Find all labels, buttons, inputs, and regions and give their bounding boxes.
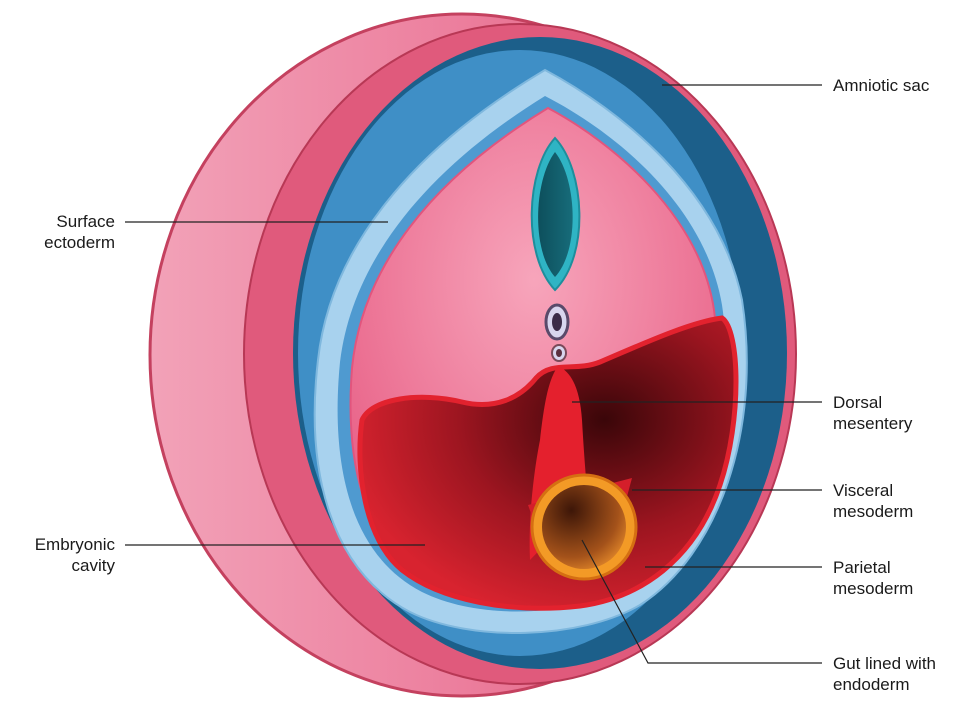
label-surface-ectoderm-line2: ectoderm xyxy=(20,232,115,253)
label-gut-lined-with-endoderm-line2: endoderm xyxy=(833,674,936,695)
label-visceral-mesoderm-line2: mesoderm xyxy=(833,501,913,522)
dorsal-aorta xyxy=(552,345,566,361)
label-surface-ectoderm-line1: Surface xyxy=(20,211,115,232)
label-parietal-mesoderm-line1: Parietal xyxy=(833,557,913,578)
label-embryonic-cavity-line1: Embryonic xyxy=(5,534,115,555)
label-dorsal-mesentery-line1: Dorsal xyxy=(833,392,912,413)
label-embryonic-cavity-line2: cavity xyxy=(5,555,115,576)
label-parietal-mesoderm-line2: mesoderm xyxy=(833,578,913,599)
label-visceral-mesoderm-line1: Visceral xyxy=(833,480,913,501)
label-dorsal-mesentery-line2: mesentery xyxy=(833,413,912,434)
label-parietal-mesoderm: Parietal mesoderm xyxy=(833,557,913,599)
label-amniotic-sac: Amniotic sac xyxy=(833,75,929,96)
label-amniotic-sac-line1: Amniotic sac xyxy=(833,75,929,96)
notochord xyxy=(546,305,568,339)
label-gut-lined-with-endoderm-line1: Gut lined with xyxy=(833,653,936,674)
label-visceral-mesoderm: Visceral mesoderm xyxy=(833,480,913,522)
label-surface-ectoderm: Surface ectoderm xyxy=(20,211,115,253)
label-embryonic-cavity: Embryonic cavity xyxy=(5,534,115,576)
label-dorsal-mesentery: Dorsal mesentery xyxy=(833,392,912,434)
label-gut-lined-with-endoderm: Gut lined with endoderm xyxy=(833,653,936,695)
